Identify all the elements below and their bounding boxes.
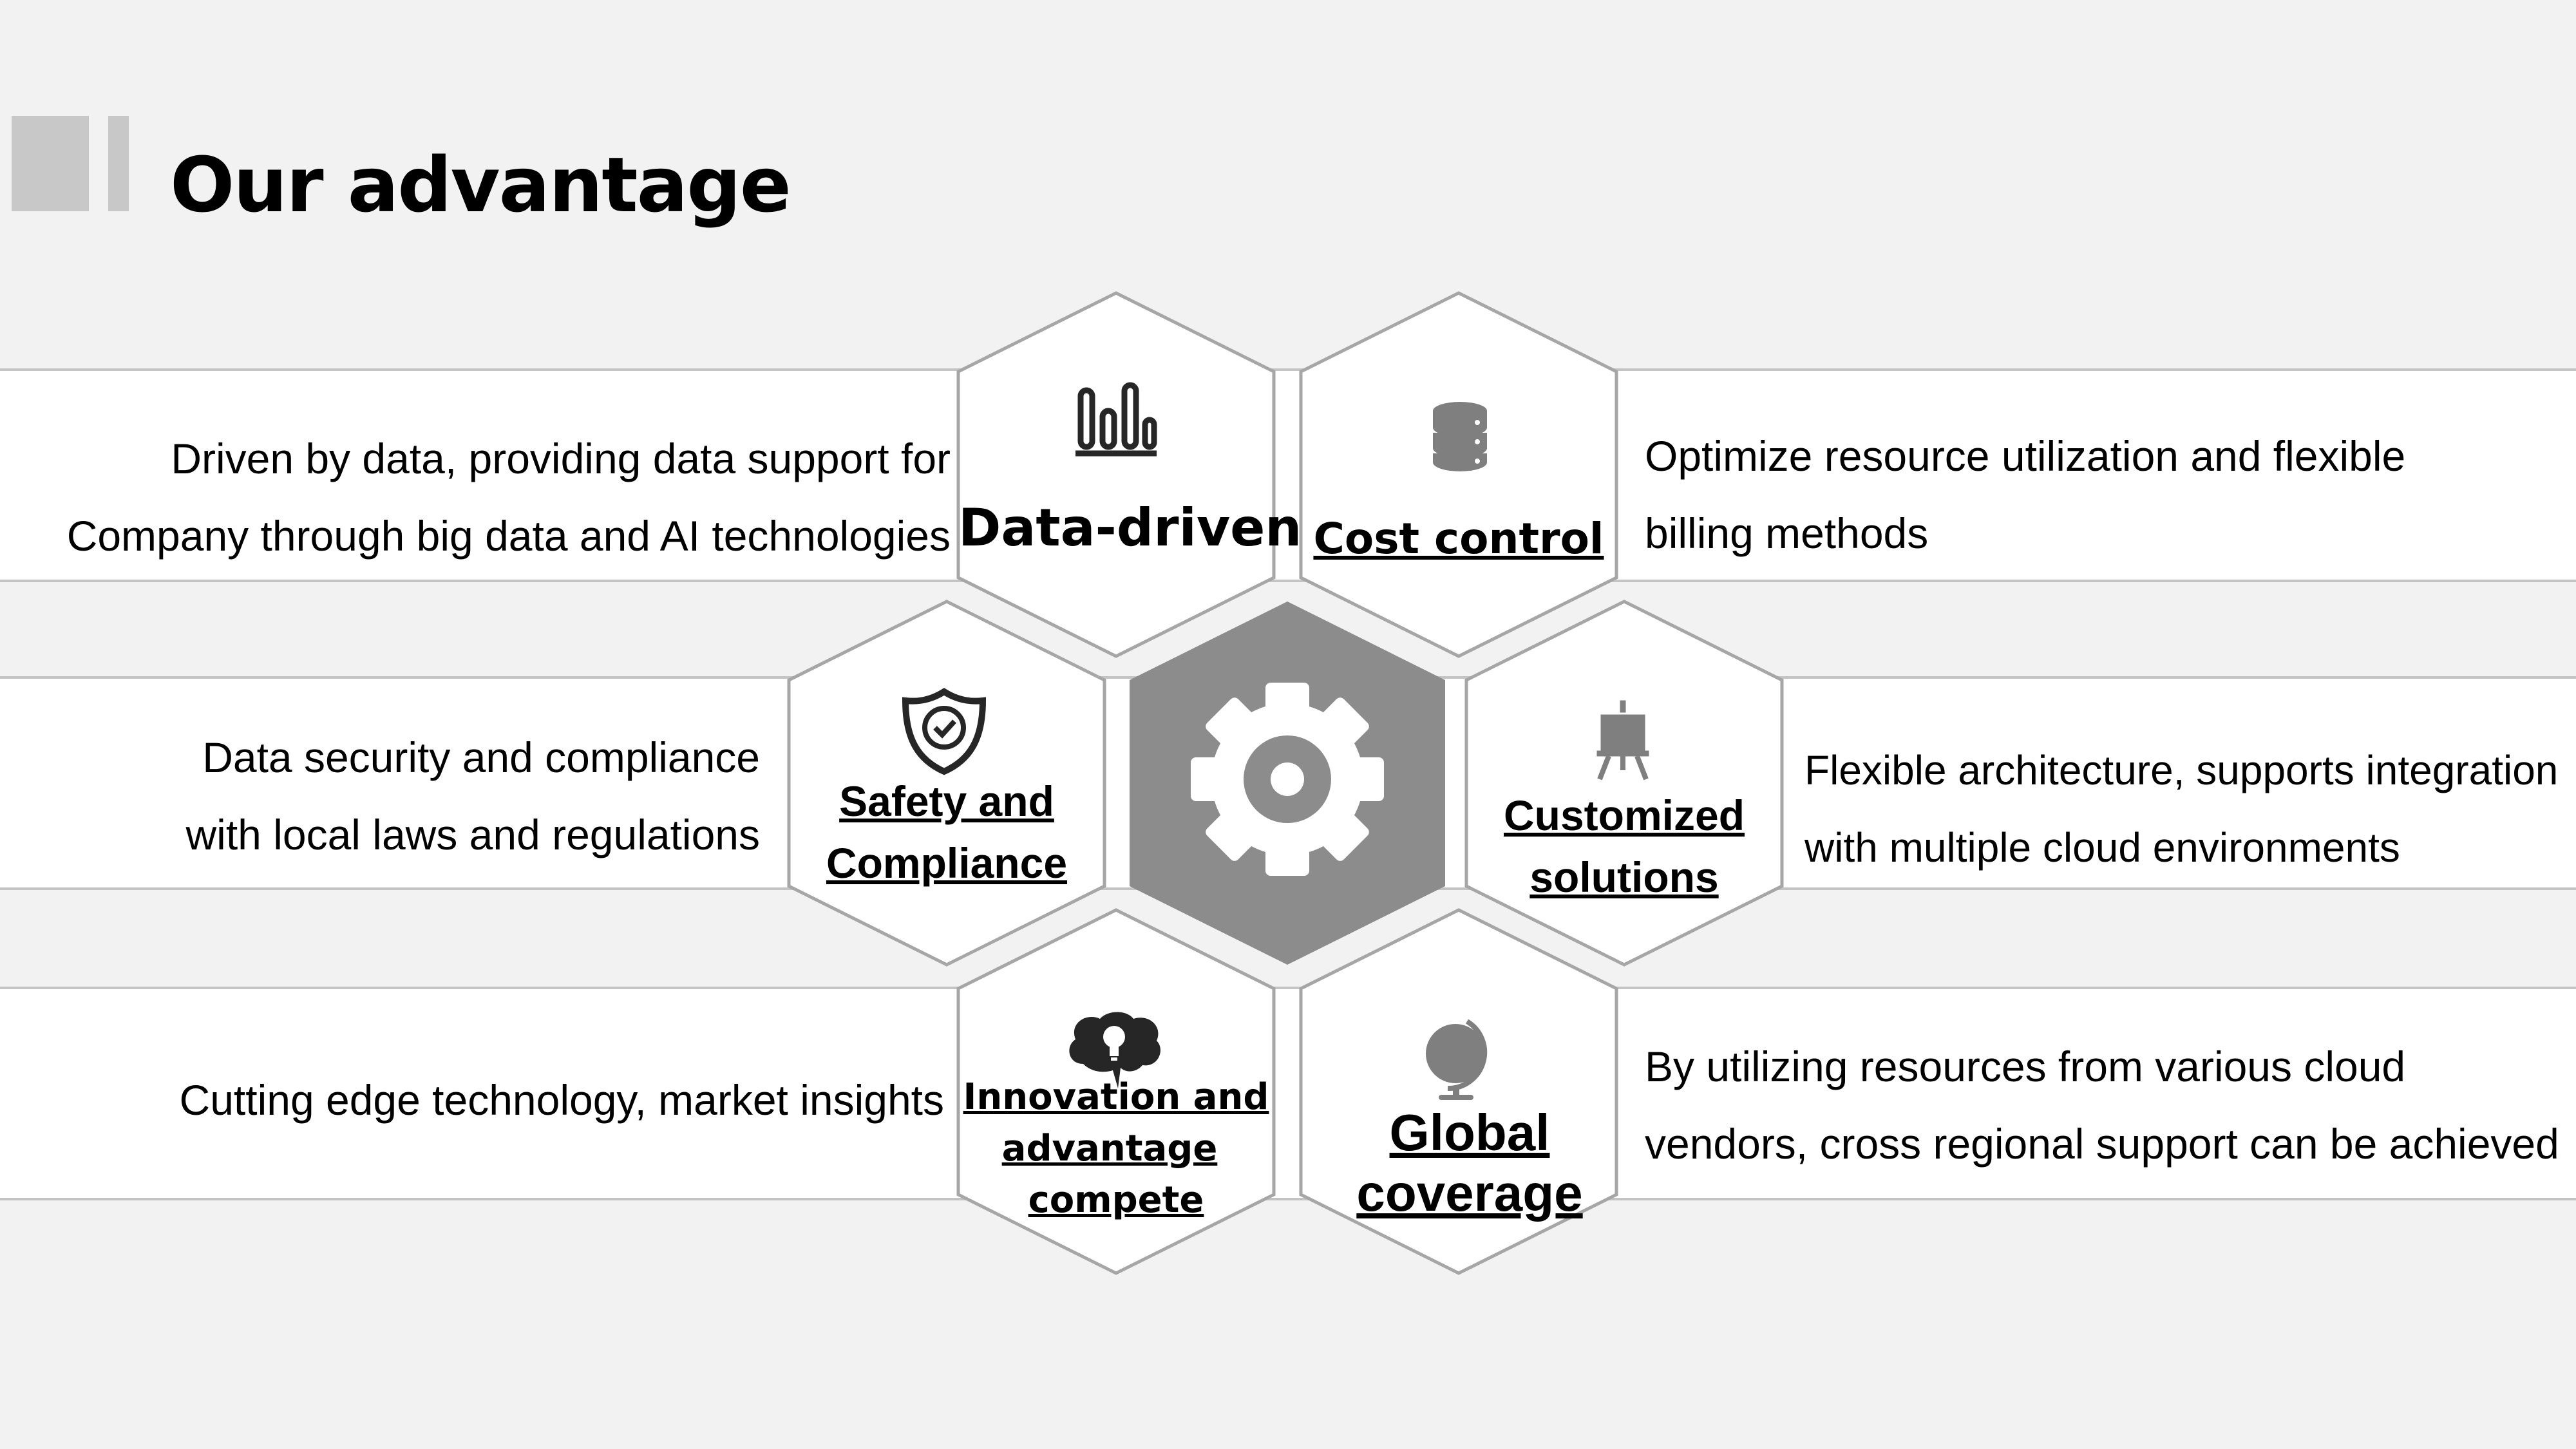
globe-icon	[1426, 1019, 1488, 1100]
label-safety-line2: Compliance	[826, 839, 1068, 887]
desc-data-driven-line2: Company through big data and AI technolo…	[66, 512, 951, 560]
desc-customized-line1: Flexible architecture, supports integrat…	[1804, 747, 2559, 793]
hex-data-driven	[956, 291, 1276, 658]
label-cost-control: Cost control	[1313, 514, 1604, 564]
desc-innovation-line1: Cutting edge technology, market insights	[179, 1076, 944, 1124]
desc-cost-control: Optimize resource utilization and flexib…	[1645, 417, 2405, 572]
label-innovation-line2: advantage	[1001, 1128, 1218, 1170]
database-icon	[1433, 402, 1487, 471]
desc-cost-control-line1: Optimize resource utilization and flexib…	[1645, 432, 2406, 480]
title-decoration-bar	[108, 116, 129, 211]
label-customized-line1: Customized	[1503, 791, 1745, 839]
desc-innovation: Cutting edge technology, market insights	[64, 1061, 944, 1139]
band-row-1	[0, 368, 2576, 582]
label-global-line1: Global	[1389, 1104, 1550, 1161]
hex-customized	[1464, 600, 1784, 967]
desc-cost-control-line2: billing methods	[1645, 509, 1929, 557]
label-innovation: Innovation and advantage compete	[958, 1072, 1274, 1226]
desc-global-line1: By utilizing resources from various clou…	[1645, 1043, 2406, 1090]
title-decoration-block	[12, 116, 89, 211]
label-data-driven: Data-driven	[958, 498, 1302, 558]
label-customized-solutions: Customized solutions	[1466, 784, 1782, 908]
brain-bulb-icon	[1069, 1012, 1160, 1088]
desc-customized: Flexible architecture, supports integrat…	[1804, 732, 2558, 886]
band-row-3	[0, 987, 2576, 1200]
desc-global: By utilizing resources from various clou…	[1645, 1028, 2559, 1182]
desc-safety-line2: with local laws and regulations	[185, 811, 760, 858]
label-global-line2: coverage	[1356, 1164, 1583, 1222]
desc-safety-line1: Data security and compliance	[202, 734, 760, 781]
label-global-coverage: Global coverage	[1301, 1103, 1638, 1224]
hex-cost-control	[1299, 291, 1618, 658]
bar-chart-icon	[1075, 382, 1157, 457]
desc-data-driven: Driven by data, providing data support f…	[39, 420, 951, 574]
page-title: Our advantage	[170, 140, 791, 229]
label-innovation-line1: Innovation and	[963, 1076, 1269, 1118]
desc-data-driven-line1: Driven by data, providing data support f…	[171, 435, 951, 482]
gear-icon	[1191, 683, 1384, 876]
easel-icon	[1596, 700, 1649, 781]
hex-innovation	[956, 908, 1276, 1275]
desc-global-line2: vendors, cross regional support can be a…	[1645, 1120, 2559, 1168]
label-innovation-line3: compete	[1028, 1179, 1204, 1221]
label-safety-compliance: Safety and Compliance	[789, 770, 1104, 894]
label-customized-line2: solutions	[1530, 853, 1719, 901]
label-safety-line1: Safety and	[839, 777, 1054, 825]
desc-safety: Data security and compliance with local …	[103, 719, 760, 873]
shield-check-icon	[902, 688, 987, 775]
hex-safety	[787, 600, 1106, 967]
desc-customized-line2: with multiple cloud environments	[1804, 824, 2400, 871]
